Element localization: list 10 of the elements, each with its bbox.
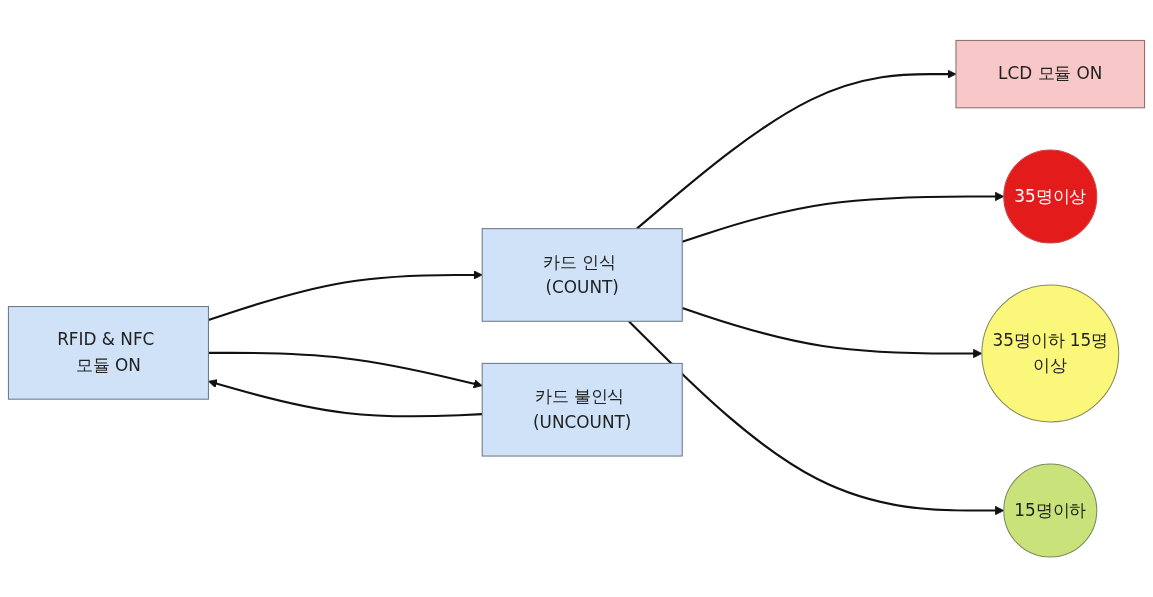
- arrow: [208, 351, 483, 388]
- node-box: 카드 불인식 (UNCOUNT): [481, 362, 683, 457]
- node-box: 카드 인식 (COUNT): [481, 227, 683, 322]
- node-box: LCD 모듈 ON: [955, 39, 1146, 109]
- node-circle: 35명이하 15명이상: [981, 284, 1120, 423]
- arrow: [208, 270, 483, 321]
- arrow: [208, 378, 483, 418]
- node-circle: 15명이하: [1003, 463, 1098, 558]
- node-box: RFID & NFC 모듈 ON: [7, 305, 209, 400]
- node-circle: 35명이상: [1003, 149, 1098, 244]
